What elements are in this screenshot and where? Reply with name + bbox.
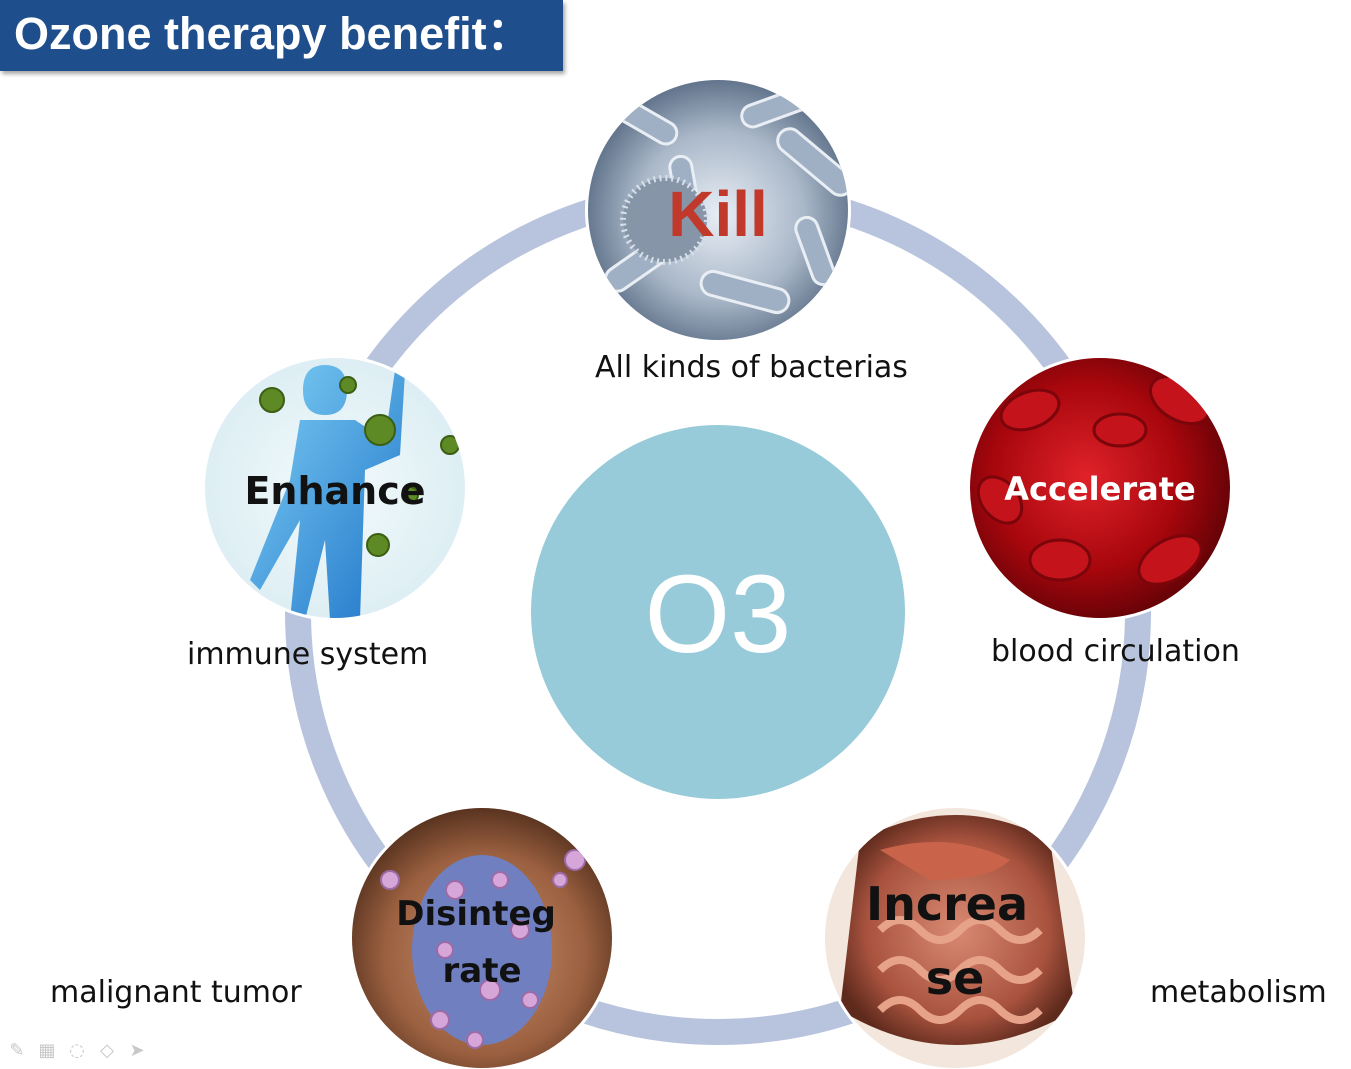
- caption-malignant-tumor: malignant tumor: [50, 975, 302, 1010]
- accelerate-word: Accelerate: [1004, 470, 1195, 508]
- pointer-icon[interactable]: ➤: [129, 1040, 145, 1061]
- increase-node: Increa se: [822, 805, 1088, 1069]
- human-body-virus-image: [205, 358, 465, 618]
- caption-immune-system: immune system: [187, 637, 429, 672]
- accelerate-node: Accelerate: [967, 355, 1233, 621]
- highlighter-icon[interactable]: ◇: [100, 1040, 114, 1061]
- tumor-cells-image: [352, 808, 612, 1068]
- kill-node: Kill: [585, 77, 851, 343]
- enhance-word: Enhance: [244, 469, 425, 513]
- intestines-image: [825, 808, 1085, 1068]
- page-title: Ozone therapy benefit：: [14, 8, 532, 59]
- enhance-node: Enhance: [202, 355, 468, 621]
- kill-word: Kill: [668, 178, 768, 250]
- slides-icon[interactable]: ▦: [38, 1040, 56, 1061]
- disintegrate-word: Disinteg rate: [396, 894, 567, 991]
- caption-blood-circulation: blood circulation: [991, 634, 1240, 669]
- pen-icon[interactable]: ✎: [9, 1040, 25, 1061]
- caption-metabolism: metabolism: [1150, 975, 1327, 1010]
- caption-bacterias: All kinds of bacterias: [595, 350, 908, 385]
- title-banner: Ozone therapy benefit：: [0, 0, 563, 71]
- slideshow-toolbar: ✎ ▦ ◌ ◇ ➤: [6, 1040, 148, 1062]
- disintegrate-node: Disinteg rate: [349, 805, 615, 1069]
- increase-word: Increa se: [866, 877, 1044, 1005]
- center-circle: [531, 425, 905, 799]
- center-label: O3: [645, 553, 792, 676]
- eraser-icon[interactable]: ◌: [69, 1040, 85, 1061]
- bacteria-image: [588, 80, 848, 340]
